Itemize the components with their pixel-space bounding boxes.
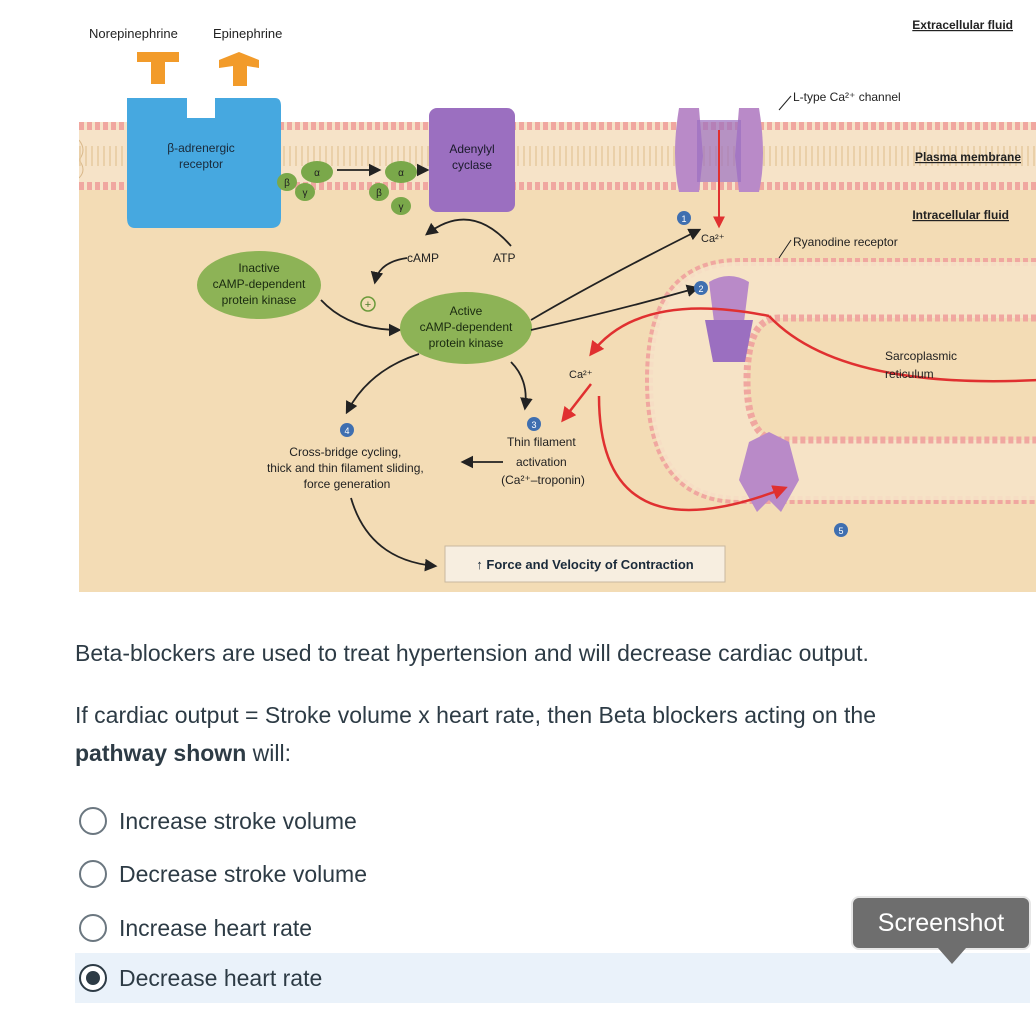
svg-text:+: + (365, 299, 371, 311)
svg-text:5: 5 (838, 526, 843, 536)
active-pka: Active cAMP-dependent protein kinase (400, 292, 532, 364)
screenshot-button[interactable]: Screenshot (851, 896, 1031, 950)
answer-option-decrease-stroke-volume[interactable]: Decrease stroke volume (75, 849, 1030, 899)
answer-option-label: Increase heart rate (119, 914, 313, 941)
answer-option-label: Decrease stroke volume (119, 860, 367, 887)
sarcoplasmic-reticulum-label: Sarcoplasmic reticulum (885, 349, 960, 381)
epinephrine-label: Epinephrine (213, 26, 282, 41)
svg-text:cAMP-dependent: cAMP-dependent (213, 277, 306, 291)
step-5-badge: 5 (834, 523, 848, 537)
sarcoplasmic-reticulum (644, 258, 1036, 504)
question-stem-text: If cardiac output = Stroke volume x hear… (75, 702, 876, 728)
svg-text:Inactive: Inactive (238, 261, 280, 275)
thin-filament-label: Thin filament activation (Ca²⁺–troponin) (501, 435, 585, 487)
camp-label: cAMP (407, 251, 439, 265)
svg-text:4: 4 (344, 426, 349, 436)
svg-text:protein kinase: protein kinase (429, 336, 504, 350)
svg-text:α: α (398, 168, 404, 179)
plasma-membrane-label: Plasma membrane (915, 150, 1021, 164)
svg-text:2: 2 (698, 284, 703, 294)
g-protein-inactive: α β γ (277, 161, 333, 201)
beta-adrenergic-pathway-diagram: Norepinephrine Epinephrine β-adrenergic … (79, 0, 1036, 592)
svg-text:protein kinase: protein kinase (222, 293, 297, 307)
svg-text:γ: γ (399, 202, 404, 213)
force-velocity-box: ↑ Force and Velocity of Contraction (444, 545, 726, 583)
svg-text:↑ Force and Velocity of Contra: ↑ Force and Velocity of Contraction (476, 557, 693, 572)
radio-button[interactable] (79, 914, 107, 942)
cytosol-ca-label: Ca²⁺ (569, 369, 593, 381)
svg-text:3: 3 (531, 420, 536, 430)
norepinephrine-molecule (137, 52, 179, 84)
answer-option-label: Increase stroke volume (119, 807, 357, 834)
question-stem-line2: If cardiac output = Stroke volume x hear… (75, 696, 1015, 772)
step-3-badge: 3 (527, 417, 541, 431)
step-4-badge: 4 (340, 423, 354, 437)
svg-text:Adenylyl: Adenylyl (449, 142, 494, 156)
norepinephrine-label: Norepinephrine (89, 26, 178, 41)
svg-text:α: α (314, 168, 320, 179)
svg-text:cyclase: cyclase (452, 158, 492, 172)
intracellular-fluid-label: Intracellular fluid (912, 208, 1009, 222)
question-stem-line1: Beta-blockers are used to treat hyperten… (75, 640, 869, 666)
adenylyl-cyclase: Adenylyl cyclase (429, 108, 515, 212)
answer-option-increase-stroke-volume[interactable]: Increase stroke volume (75, 796, 1030, 846)
g-protein-active: α β γ (369, 161, 417, 215)
svg-text:receptor: receptor (179, 157, 223, 171)
radio-button[interactable] (79, 860, 107, 888)
svg-text:β: β (376, 188, 382, 199)
question-emphasis: pathway shown (75, 740, 247, 766)
cross-bridge-label: Cross-bridge cycling, thick and thin fil… (267, 445, 427, 491)
question-stem-end: will: (246, 740, 291, 766)
radio-button[interactable] (79, 807, 107, 835)
svg-text:γ: γ (303, 188, 308, 199)
extracellular-fluid-label: Extracellular fluid (912, 18, 1013, 32)
svg-text:Active: Active (450, 304, 483, 318)
svg-text:β-adrenergic: β-adrenergic (167, 141, 235, 155)
answer-option-label: Decrease heart rate (119, 964, 323, 991)
atp-label: ATP (493, 251, 515, 265)
channel-ca-label: Ca²⁺ (701, 233, 725, 245)
inactive-pka: Inactive cAMP-dependent protein kinase (197, 251, 321, 319)
l-type-channel-label: L-type Ca²⁺ channel (793, 90, 901, 104)
answer-option-increase-heart-rate[interactable]: Increase heart rate (75, 903, 1030, 953)
plus-icon: + (360, 296, 376, 312)
svg-text:cAMP-dependent: cAMP-dependent (420, 320, 513, 334)
ryanodine-receptor (705, 276, 753, 362)
answer-option-decrease-heart-rate[interactable]: Decrease heart rate (75, 953, 1030, 1003)
radio-dot-icon (86, 971, 100, 985)
screenshot-tooltip-tail (938, 948, 966, 964)
epinephrine-molecule (219, 52, 259, 86)
step-1-badge: 1 (677, 211, 691, 225)
ryanodine-receptor-label: Ryanodine receptor (793, 235, 898, 249)
svg-text:β: β (284, 178, 290, 189)
beta-adrenergic-receptor: β-adrenergic receptor (127, 98, 281, 228)
step-2-badge: 2 (694, 281, 708, 295)
svg-text:1: 1 (681, 214, 686, 224)
radio-button-selected[interactable] (79, 964, 107, 992)
